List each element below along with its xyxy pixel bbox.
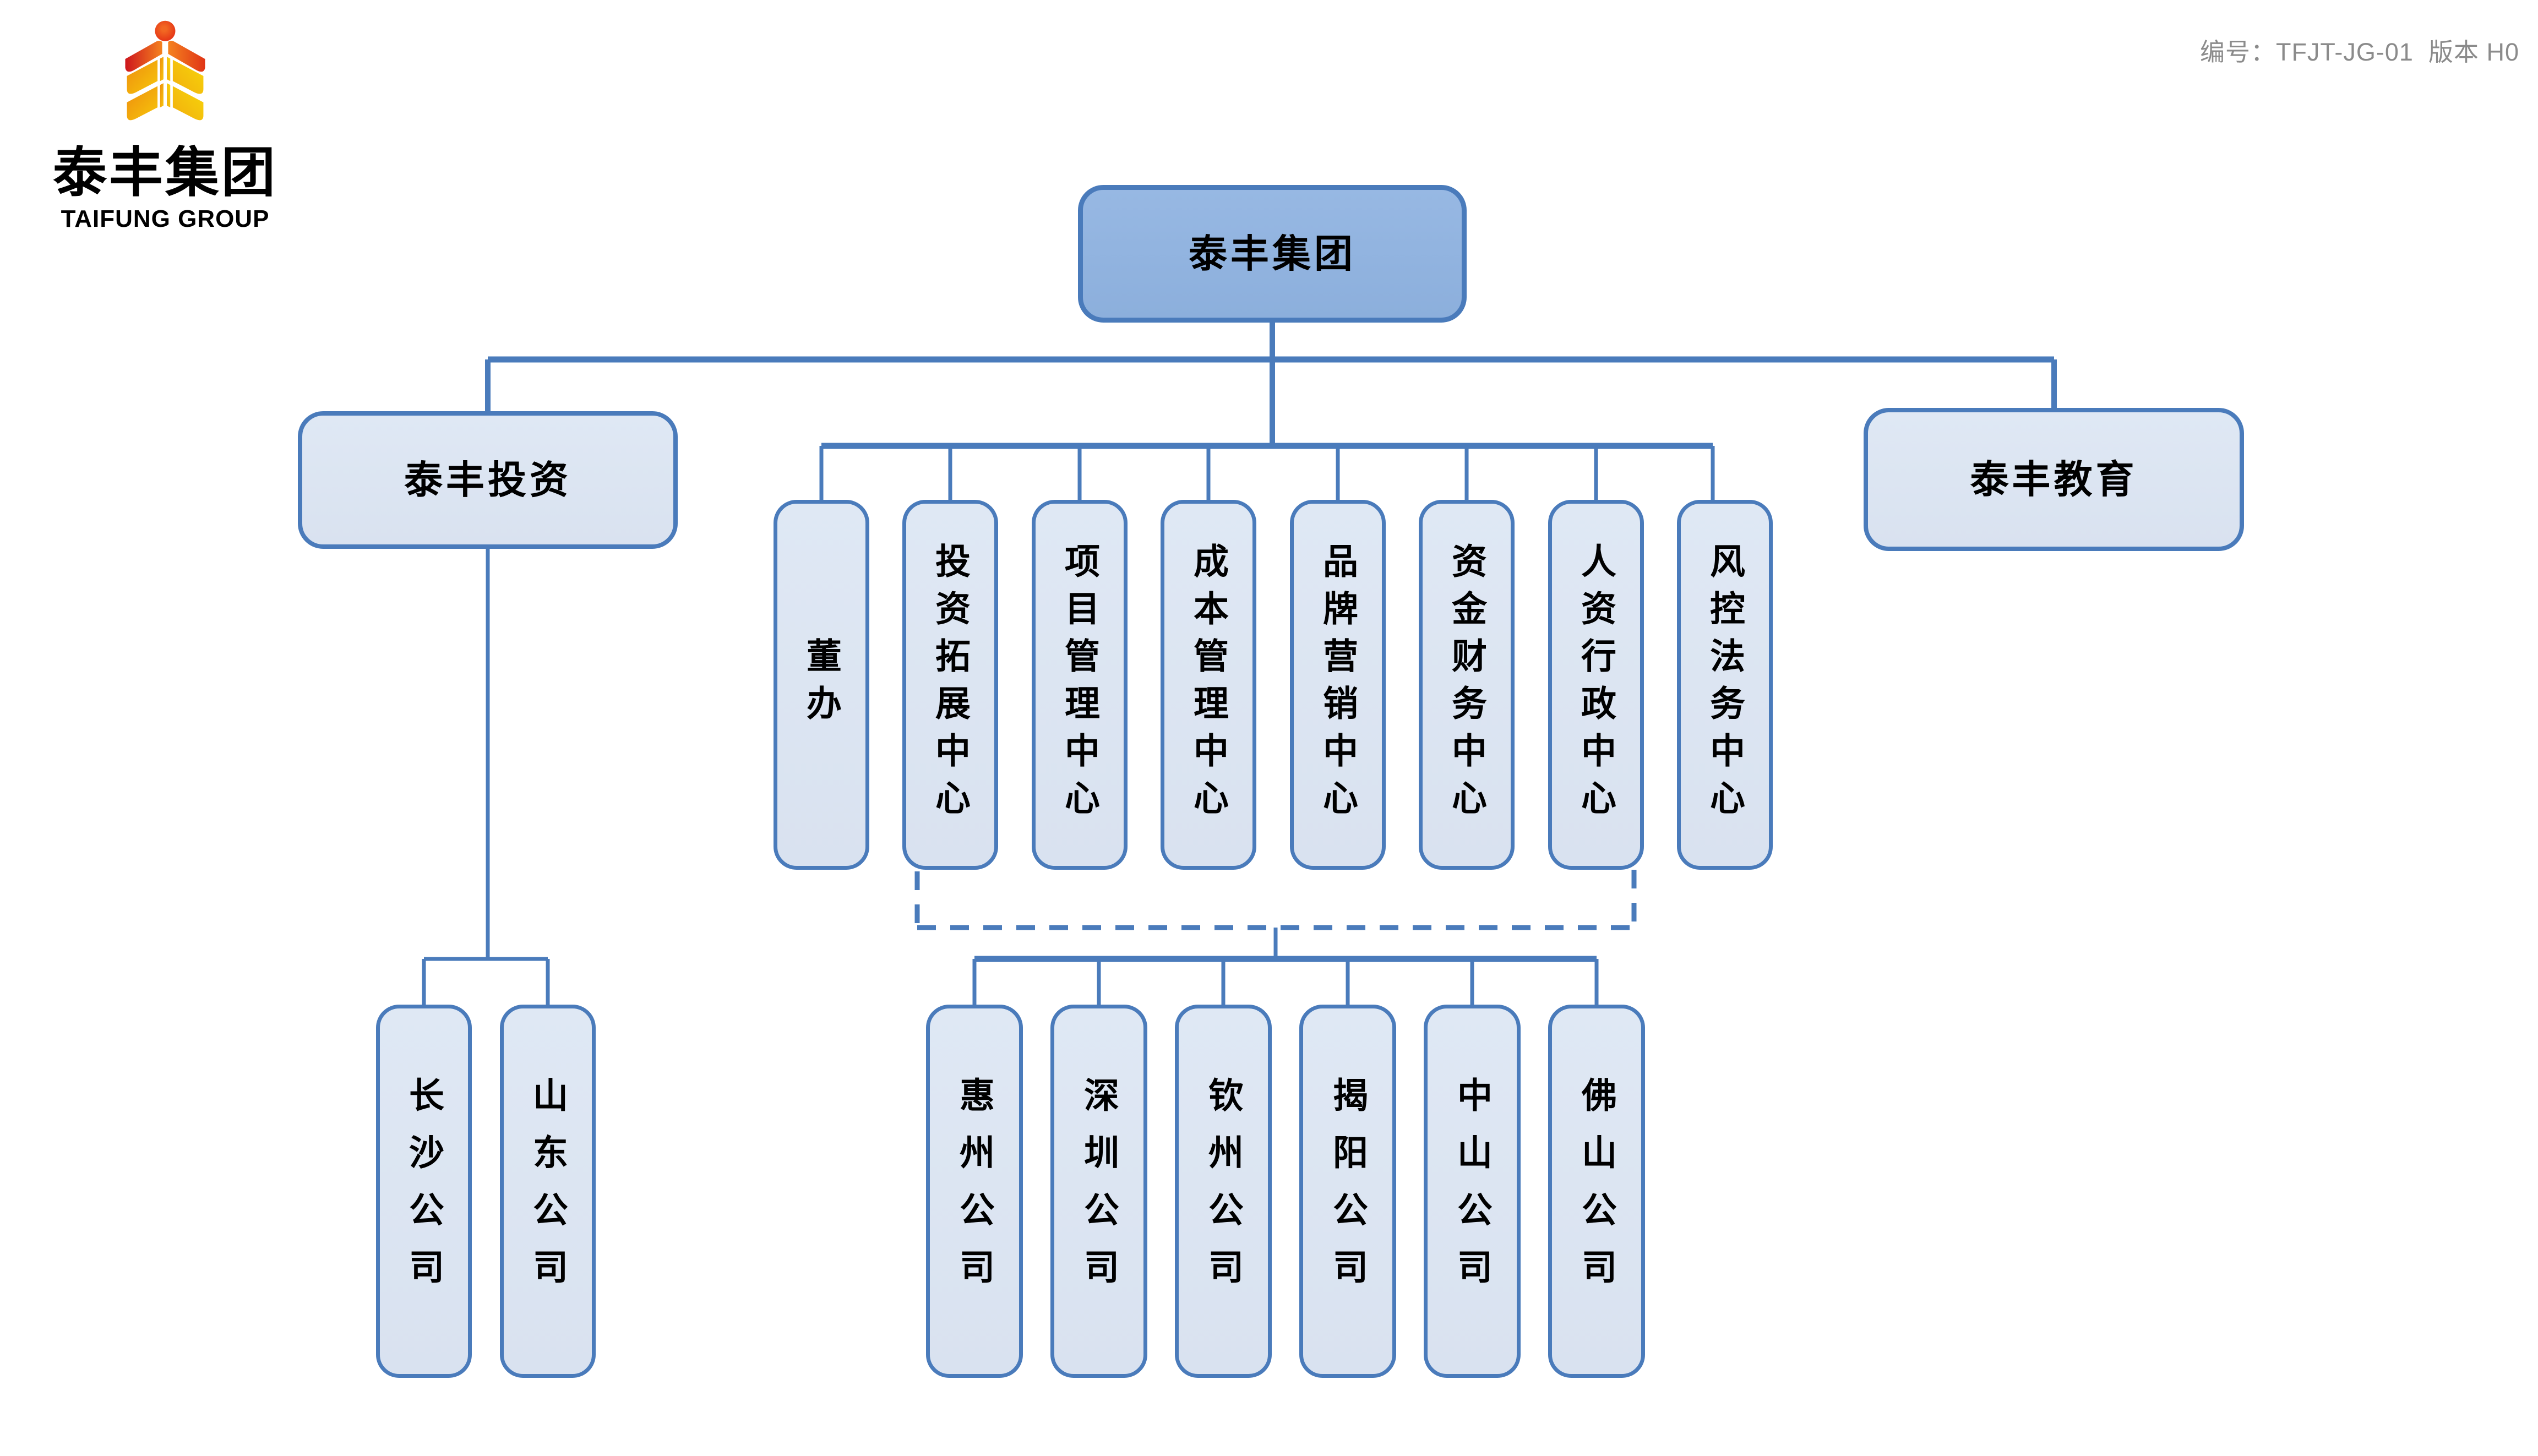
org-node-company-foshan: 佛山公司: [1548, 1005, 1645, 1378]
org-node-center-dongban: 董办: [774, 500, 869, 870]
org-node-label: 品牌营销中心: [1318, 543, 1358, 827]
org-node-label: 惠州公司: [955, 1077, 994, 1306]
org-node-label: 长沙公司: [404, 1077, 444, 1306]
org-node-label: 项目管理中心: [1060, 543, 1099, 827]
org-node-company-huizhou: 惠州公司: [926, 1005, 1023, 1378]
org-node-label: 中山公司: [1452, 1077, 1492, 1306]
org-node-center-project-management: 项目管理中心: [1032, 500, 1128, 870]
connector-center-stubs: [819, 446, 1715, 501]
org-node-taifung-investment: 泰丰投资: [298, 411, 678, 549]
org-node-label: 佛山公司: [1577, 1077, 1616, 1306]
company-logo: 泰丰集团 TAIFUNG GROUP: [50, 17, 281, 231]
org-node-center-hr-admin: 人资行政中心: [1548, 500, 1644, 870]
document-code: 编号：TFJT-JG-01 版本 H0: [2199, 38, 2519, 66]
connector-left-stubs: [422, 959, 550, 1005]
connector-subsidiary-stubs: [972, 959, 1599, 1005]
org-node-label: 人资行政中心: [1576, 543, 1616, 827]
org-node-label: 风控法务中心: [1705, 543, 1745, 827]
logo-company-name-en: TAIFUNG GROUP: [61, 205, 270, 232]
org-node-label: 泰丰投资: [404, 459, 571, 501]
org-node-company-shandong: 山东公司: [500, 1005, 596, 1378]
org-node-label: 山东公司: [528, 1077, 568, 1306]
org-node-company-zhongshan: 中山公司: [1424, 1005, 1521, 1378]
org-node-company-qinzhou: 钦州公司: [1175, 1005, 1272, 1378]
org-node-label: 成本管理中心: [1189, 543, 1228, 827]
org-node-center-investment-expansion: 投资拓展中心: [902, 500, 998, 870]
org-node-center-brand-marketing: 品牌营销中心: [1290, 500, 1386, 870]
org-node-label: 深圳公司: [1079, 1077, 1119, 1306]
org-node-label: 董办: [802, 637, 841, 732]
org-node-label: 投资拓展中心: [930, 543, 970, 827]
logo-company-name-cn: 泰丰集团: [52, 142, 277, 203]
org-node-label: 钦州公司: [1203, 1077, 1243, 1306]
org-node-label: 泰丰教育: [1970, 458, 2138, 501]
org-node-company-changsha: 长沙公司: [376, 1005, 472, 1378]
org-node-root-label: 泰丰集团: [1189, 232, 1356, 275]
org-node-label: 揭阳公司: [1328, 1077, 1368, 1306]
org-node-label: 资金财务中心: [1447, 543, 1486, 827]
org-node-center-fund-finance: 资金财务中心: [1419, 500, 1515, 870]
wheat-person-logo-icon: [125, 20, 205, 121]
org-node-company-jieyang: 揭阳公司: [1299, 1005, 1396, 1378]
org-node-root: 泰丰集团: [1078, 185, 1467, 323]
org-node-center-cost-management: 成本管理中心: [1161, 500, 1256, 870]
org-node-taifung-education: 泰丰教育: [1864, 408, 2244, 551]
org-node-company-shenzhen: 深圳公司: [1050, 1005, 1147, 1378]
org-node-center-risk-legal: 风控法务中心: [1677, 500, 1773, 870]
